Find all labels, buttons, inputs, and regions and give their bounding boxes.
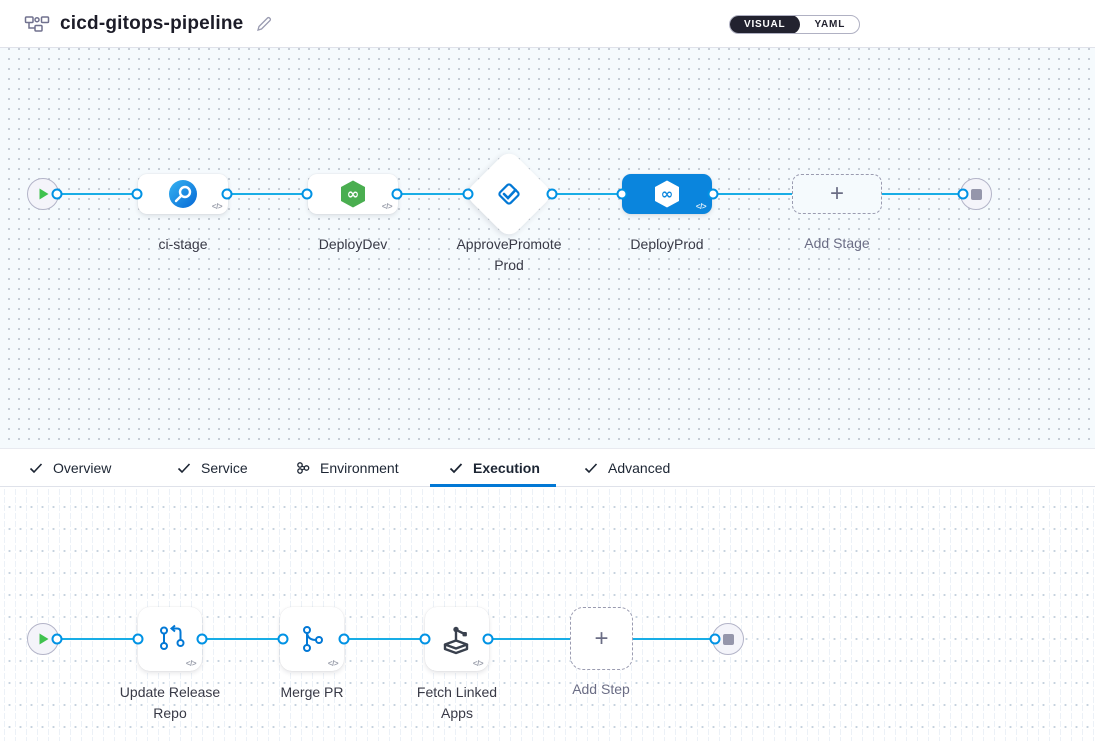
connector-port[interactable] (707, 188, 719, 200)
svg-text:∞: ∞ (661, 185, 674, 203)
stage-node-deploydev[interactable]: ∞ </> (308, 174, 398, 214)
play-icon (39, 633, 48, 645)
connector-port[interactable] (338, 633, 350, 645)
visual-toggle-button[interactable]: VISUAL (730, 16, 801, 33)
connector-port[interactable] (709, 633, 721, 645)
step-label: Update Release Repo (119, 684, 221, 721)
connector-port[interactable] (196, 633, 208, 645)
merge-pr-icon (303, 626, 323, 652)
play-icon (39, 188, 48, 200)
code-badge-icon: </> (211, 202, 223, 211)
tab-service[interactable]: Service (176, 449, 248, 486)
connector-port[interactable] (391, 188, 403, 200)
stage-label: ApprovePromoteProd (456, 236, 562, 273)
header: cicd-gitops-pipeline VISUAL YAML (0, 0, 1095, 48)
pipeline-start-node (27, 178, 59, 210)
connector-port[interactable] (419, 633, 431, 645)
tab-advanced[interactable]: Advanced (583, 449, 670, 486)
deploy-stage-icon: ∞ (655, 180, 679, 208)
tab-execution[interactable]: Execution (430, 449, 556, 487)
tab-label: Service (201, 459, 248, 476)
check-icon (29, 462, 43, 473)
update-release-repo-icon (160, 624, 185, 650)
connector-port[interactable] (957, 188, 969, 200)
connector-port[interactable] (546, 188, 558, 200)
edit-pencil-icon[interactable] (255, 15, 273, 33)
connector-port[interactable] (616, 188, 628, 200)
add-stage-label: Add Stage (804, 235, 870, 251)
tab-label: Environment (320, 459, 399, 476)
plus-icon: + (829, 180, 844, 207)
stop-icon (722, 633, 734, 645)
approval-stage-icon (498, 183, 520, 205)
tab-label: Overview (53, 459, 112, 476)
stage-label: ci-stage (158, 236, 208, 252)
yaml-toggle-button[interactable]: YAML (814, 19, 846, 30)
connector-port[interactable] (51, 188, 63, 200)
connector-port[interactable] (301, 188, 313, 200)
tab-label: Execution (473, 459, 540, 476)
step-label: Merge PR (280, 684, 344, 700)
pipeline-icon (24, 13, 50, 35)
code-badge-icon: </> (472, 659, 484, 668)
step-node-update-release-repo[interactable]: </> (138, 607, 202, 671)
connector-port[interactable] (462, 188, 474, 200)
add-step-button[interactable]: + (570, 607, 633, 670)
step-node-merge-pr[interactable]: </> (280, 607, 344, 671)
connector-port[interactable] (482, 633, 494, 645)
code-badge-icon: </> (381, 202, 393, 211)
add-stage-button[interactable]: + (792, 174, 882, 214)
code-badge-icon: </> (185, 659, 197, 668)
connector-port[interactable] (51, 633, 63, 645)
fetch-linked-apps-icon (443, 626, 469, 655)
pipeline-end-node (960, 178, 992, 210)
tab-environment[interactable]: Environment (295, 449, 399, 486)
page-title: cicd-gitops-pipeline (60, 12, 244, 34)
step-label: Fetch Linked Apps (416, 684, 498, 721)
view-toggle: VISUAL YAML (729, 15, 861, 34)
check-icon (584, 462, 598, 473)
stage-label: DeployDev (318, 236, 388, 252)
svg-text:∞: ∞ (347, 185, 360, 203)
deploy-stage-icon: ∞ (341, 180, 365, 208)
check-icon (449, 462, 463, 473)
code-badge-icon: </> (695, 202, 707, 211)
stage-label: DeployProd (630, 236, 704, 252)
connector-port[interactable] (277, 633, 289, 645)
tab-overview[interactable]: Overview (28, 449, 111, 486)
stage-canvas[interactable]: </> ∞ </> ∞ </> (0, 48, 1095, 448)
stage-config-tabs: Overview Service Environment Execution (0, 448, 1095, 487)
stage-node-deployprod[interactable]: ∞ </> (622, 174, 712, 214)
code-badge-icon: </> (327, 659, 339, 668)
execution-flow-line (43, 638, 715, 640)
tab-label: Advanced (608, 459, 671, 476)
environment-icon (297, 461, 310, 474)
stop-icon (970, 188, 982, 200)
check-icon (177, 462, 191, 473)
connector-port[interactable] (221, 188, 233, 200)
stage-node-approvepromoteprod[interactable] (463, 148, 555, 240)
connector-port[interactable] (132, 633, 144, 645)
step-node-fetch-linked-apps[interactable]: </> (425, 607, 489, 671)
connector-port[interactable] (131, 188, 143, 200)
add-step-label: Add Step (572, 681, 630, 697)
build-stage-icon (169, 180, 197, 208)
stage-node-ci-stage[interactable]: </> (138, 174, 228, 214)
plus-icon: + (594, 624, 609, 652)
execution-canvas[interactable]: </> </> </> (0, 487, 1095, 741)
